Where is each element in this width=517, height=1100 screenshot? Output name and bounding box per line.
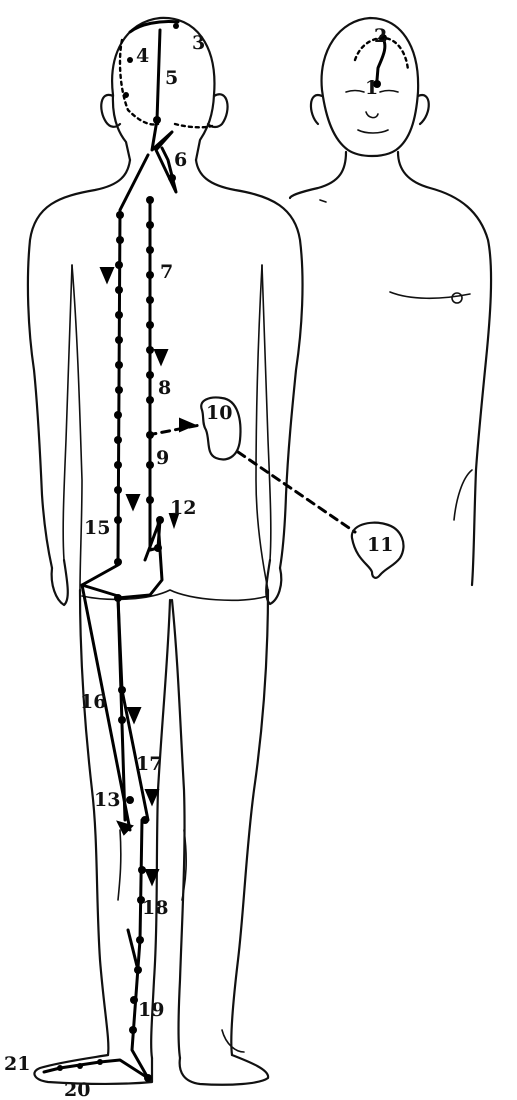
acupoint-markers xyxy=(57,23,387,1082)
label-13: 13 xyxy=(94,789,120,811)
label-6: 6 xyxy=(174,149,187,171)
label-7: 7 xyxy=(160,261,173,283)
label-19: 19 xyxy=(138,999,164,1021)
front-body-outline xyxy=(290,18,491,585)
label-8: 8 xyxy=(158,377,171,399)
label-12: 12 xyxy=(170,497,196,519)
label-18: 18 xyxy=(142,897,168,919)
point-labels: 1 2 3 4 5 6 7 8 9 10 11 12 13 15 16 17 1… xyxy=(4,25,393,1100)
label-11: 11 xyxy=(367,534,393,556)
label-16: 16 xyxy=(80,691,106,713)
label-17: 17 xyxy=(136,753,162,775)
label-5: 5 xyxy=(165,67,178,89)
label-2: 2 xyxy=(374,25,387,47)
label-15: 15 xyxy=(84,517,110,539)
label-1: 1 xyxy=(365,77,378,99)
label-4: 4 xyxy=(136,45,149,67)
label-20: 20 xyxy=(64,1079,90,1100)
back-body-outline xyxy=(28,18,303,1085)
label-3: 3 xyxy=(192,32,205,54)
label-9: 9 xyxy=(156,447,169,469)
label-10: 10 xyxy=(206,402,232,424)
label-21: 21 xyxy=(4,1053,30,1075)
